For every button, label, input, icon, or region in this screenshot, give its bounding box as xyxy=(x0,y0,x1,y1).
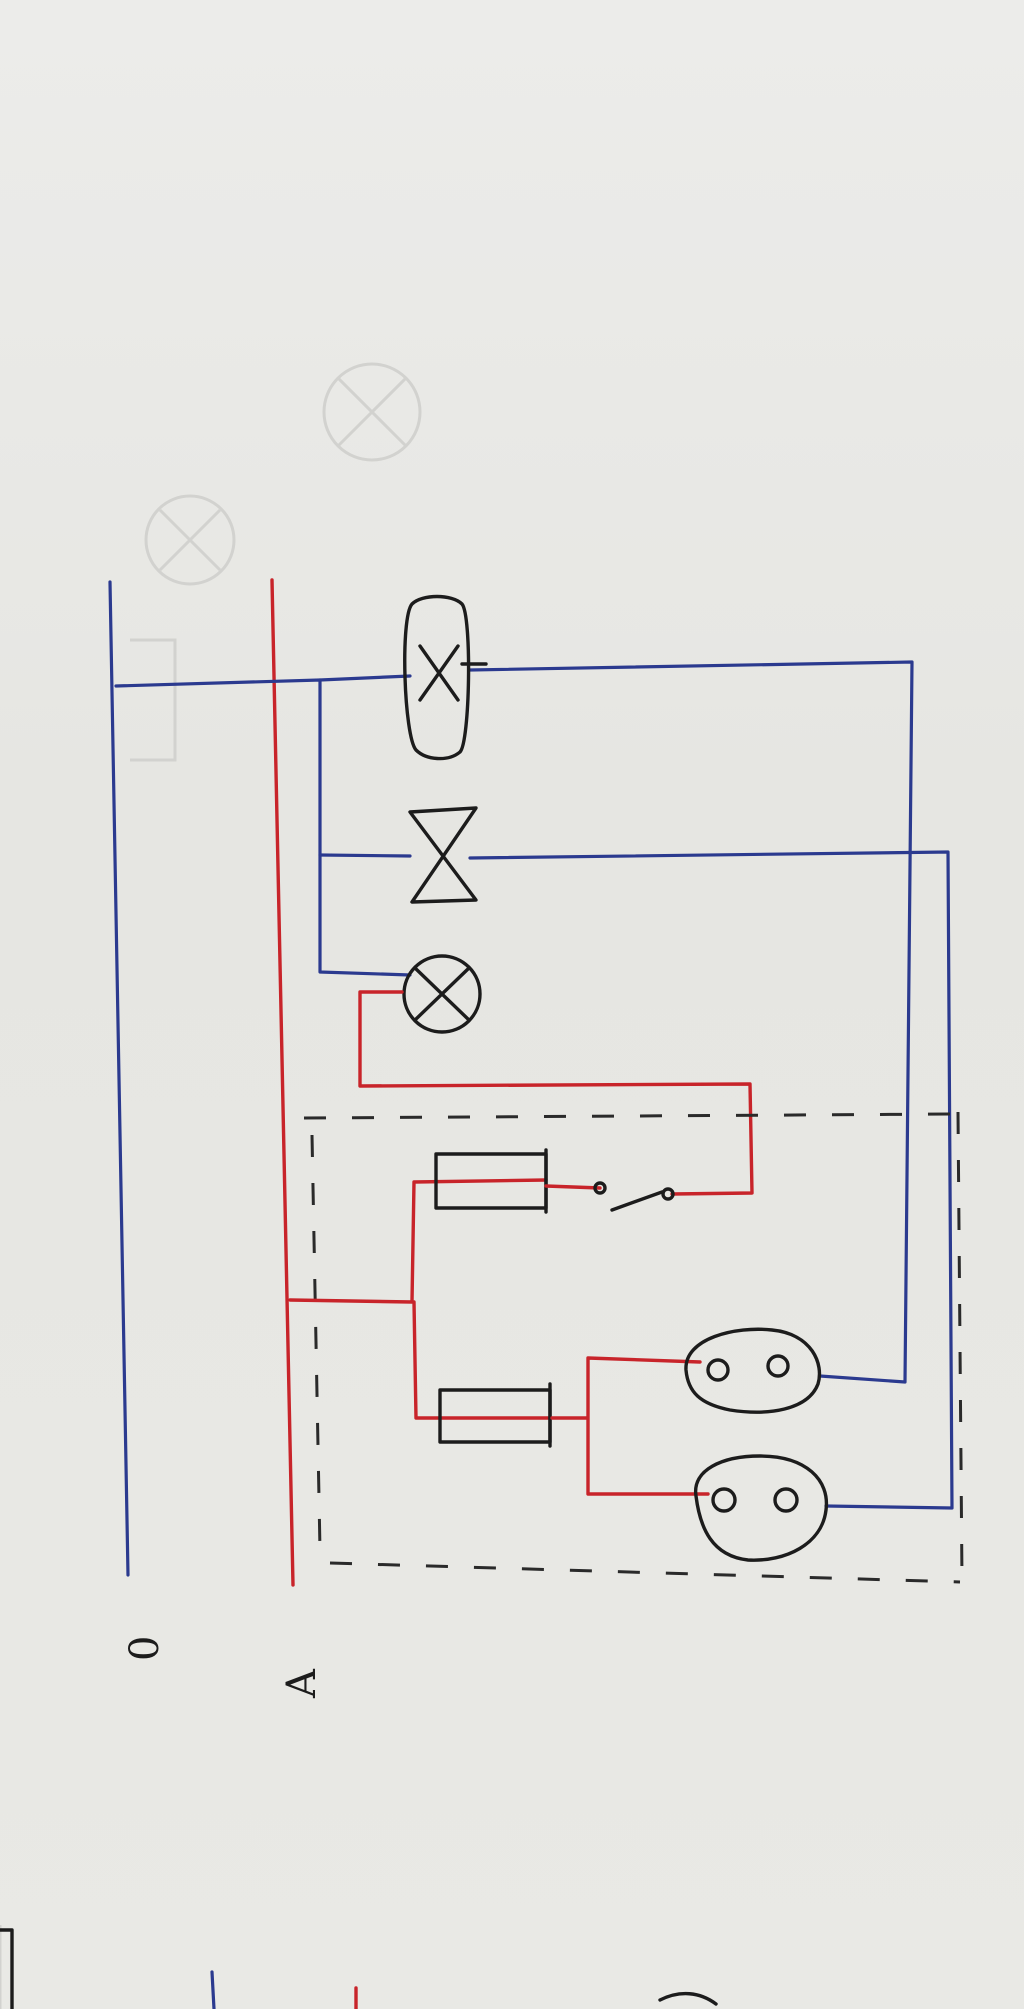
faint-lamp-mark-2 xyxy=(144,494,236,586)
neutral-valve-line xyxy=(318,853,412,858)
phase-label: A xyxy=(279,1668,325,1699)
fan-to-right-riser xyxy=(468,660,914,1384)
lamp-symbol xyxy=(402,954,482,1034)
fan-symbol xyxy=(403,594,488,761)
phase-branch-to-fuses xyxy=(288,1178,548,1304)
background-faint-marks xyxy=(0,362,422,2009)
fuse2-to-sockets-wire xyxy=(550,1356,710,1496)
valve-symbol xyxy=(408,806,478,904)
socket-2 xyxy=(694,1454,829,1562)
fuse1-to-switch-wire xyxy=(544,1184,602,1190)
valve-to-right-riser xyxy=(468,850,954,1510)
junction-box-outline xyxy=(303,1111,964,1584)
socket-1 xyxy=(684,1327,822,1414)
neutral-bus-line xyxy=(108,580,130,1577)
fuse-2 xyxy=(438,1382,552,1448)
fuse-1 xyxy=(434,1148,548,1214)
neutral-label: 0 xyxy=(122,1636,168,1661)
fuse2-feed xyxy=(412,1300,550,1420)
neutral-top-feed xyxy=(114,678,412,977)
switch-symbol xyxy=(593,1181,675,1212)
faint-lamp-mark-1 xyxy=(322,362,422,462)
phase-bus-line xyxy=(270,578,295,1587)
neutral-fan-line xyxy=(318,674,412,682)
bottom-partial-marks xyxy=(0,1928,718,2009)
lamp-to-switch-wire xyxy=(358,990,754,1196)
